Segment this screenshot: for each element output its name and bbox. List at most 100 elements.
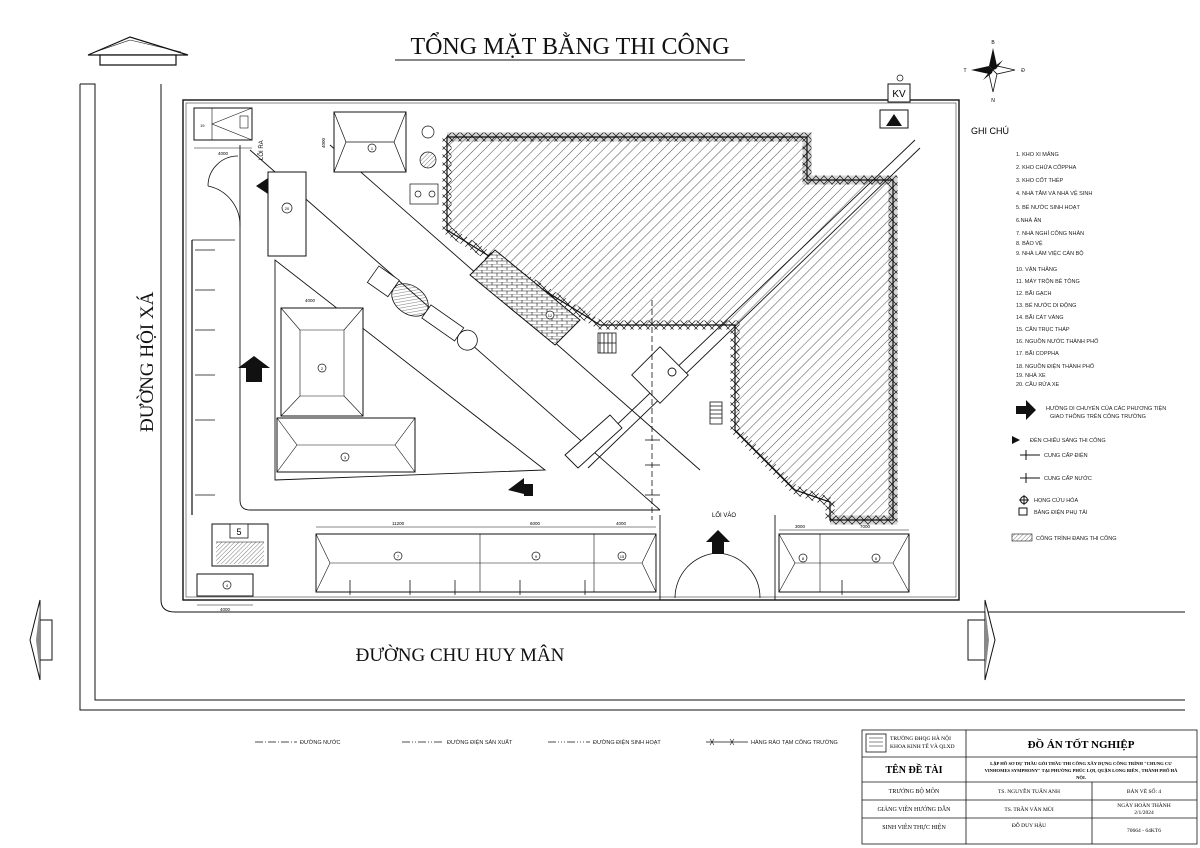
note-item: 15. CẦN TRỤC THÁP <box>1016 326 1070 333</box>
exit-gate-label: LỐI RA <box>258 140 265 160</box>
facility-water-tank-domestic: 5 <box>211 523 269 567</box>
row1-name: TS. NGUYỄN TUẤN ANH <box>998 787 1060 795</box>
power-supply-icon <box>1020 450 1040 460</box>
facility-formwork-store: 3 <box>276 417 416 473</box>
compass-south-label: N <box>991 98 995 104</box>
compass-rose-icon: B Đ N T <box>963 40 1025 104</box>
site-lights <box>191 239 660 520</box>
sheet-number: BẢN VẼ SỐ: 4 <box>1127 787 1162 795</box>
compass-east-label: Đ <box>1021 68 1025 74</box>
marker-20: 20 <box>285 206 290 211</box>
road-arrow-right-icon <box>967 599 996 681</box>
tower-crane <box>564 139 921 469</box>
class-code: 70664 - 64KT6 <box>1127 828 1161 834</box>
note-item: 2. KHO CHỨA CỐPPHA <box>1016 164 1077 171</box>
legend-traffic-2: GIAO THÔNG TRÊN CÔNG TRƯỜNG <box>1050 412 1146 420</box>
note-item: 7. NHÀ NGHỈ CÔNG NHÂN <box>1016 230 1084 237</box>
note-item: 14. BÃI CÁT VÀNG <box>1016 314 1064 321</box>
notes-heading: GHI CHÚ <box>971 126 1009 136</box>
guard-post: KV <box>879 74 911 129</box>
note-item: 8. BẢO VỆ <box>1016 239 1043 247</box>
notes-list: 1. KHO XI MĂNG 2. KHO CHỨA CỐPPHA 3. KHO C… <box>1016 151 1099 388</box>
marker-4: 4 <box>226 583 229 588</box>
marker-8: 8 <box>802 556 805 561</box>
note-item: 13. BỂ NƯỚC DI ĐỘNG <box>1016 302 1076 309</box>
project-type: ĐỒ ÁN TỐT NGHIỆP <box>1028 738 1135 751</box>
exit-gate-icon <box>207 155 241 227</box>
note-item: 1. KHO XI MĂNG <box>1016 151 1059 158</box>
row2-label: GIẢNG VIÊN HƯỚNG DẪN <box>877 805 951 813</box>
topic-label: TÊN ĐỀ TÀI <box>885 763 942 776</box>
legend-panel: BẢNG ĐIỆN PHỤ TẢI <box>1034 508 1088 516</box>
note-item: 10. VẬN THĂNG <box>1016 266 1057 273</box>
dim-3000: 3000 <box>795 524 806 529</box>
marker-19: 19 <box>200 123 205 128</box>
note-item: 5. BỂ NƯỚC SINH HOẠT <box>1016 204 1080 211</box>
legend-water: CUNG CẤP NƯỚC <box>1044 475 1092 482</box>
note-item: 16. NGUỒN NƯỚC THÀNH PHỐ <box>1016 338 1099 345</box>
legend-power: CUNG CẤP ĐIỆN <box>1044 451 1088 459</box>
facility-car-wash: 20 <box>267 171 307 257</box>
dim-4000-c: 4000 <box>220 607 231 612</box>
school-line1: TRƯỜNG ĐHQG HÀ NỘI <box>890 734 951 742</box>
facility-steel-store: 2 4000 <box>280 298 364 417</box>
note-item: 9. NHÀ LÀM VIỆC CÁN BỘ <box>1016 249 1084 257</box>
note-item: 11. MÁY TRỘN BÊ TÔNG <box>1016 277 1080 285</box>
school-line2: KHOA KINH TẾ VÀ QLXD <box>890 742 955 750</box>
dim-11200: 11200 <box>392 521 405 526</box>
row3-name: ĐỖ DUY HẬU <box>1012 821 1046 829</box>
marker-2: 2 <box>321 366 324 371</box>
compass-north-label: B <box>991 40 995 46</box>
marker-12: 12 <box>548 313 553 318</box>
legend-symbols: HƯỚNG DI CHUYỂN CỦA CÁC PHƯƠNG TIỆN GIAO… <box>1011 400 1166 542</box>
site-fence <box>182 99 960 601</box>
traffic-direction-icon <box>1016 400 1036 420</box>
hoist-icon <box>597 332 723 425</box>
facility-canteen: 8 6 3000 7000 <box>778 524 910 593</box>
note-item: 12. BÃI GẠCH <box>1016 290 1051 297</box>
legend-traffic-1: HƯỚNG DI CHUYỂN CỦA CÁC PHƯƠNG TIỆN <box>1046 404 1166 412</box>
dim-4000-d: 4000 <box>616 521 627 526</box>
building-hatch-icon <box>1011 533 1033 542</box>
north-arrow-icon <box>87 36 189 66</box>
facility-guard-house: 19 4000 <box>193 107 253 156</box>
marker-5: 5 <box>236 527 241 537</box>
row2-name: TS. TRẦN VĂN MÙI <box>1004 805 1053 813</box>
legend-building: CÔNG TRÌNH ĐANG THI CÔNG <box>1036 535 1116 542</box>
date-value: 2/1/2024 <box>1134 810 1154 816</box>
legend-hydrant: HỌNG CỨU HỎA <box>1034 497 1078 504</box>
topic-line1: LẬP HỒ SƠ DỰ THẦU GÓI THẦU THI CÔNG XÂY … <box>990 761 1172 766</box>
concrete-mixer-icon <box>366 265 478 351</box>
compass-west-label: T <box>963 68 966 74</box>
facility-water-tanks <box>409 125 439 205</box>
marker-15: 15 <box>620 554 625 559</box>
line-legend <box>255 738 748 746</box>
dim-6000: 6000 <box>530 521 541 526</box>
brick-yard: 12 <box>469 249 581 346</box>
line-legend-prod-power: ĐƯỜNG ĐIỆN SẢN XUẤT <box>447 738 513 746</box>
note-item: 20. CẦU RỬA XE <box>1016 381 1060 388</box>
traffic-arrow-icon <box>238 178 730 554</box>
note-item: 17. BÃI COPPHA <box>1016 350 1059 357</box>
topic-line2: VINHOMES SYMPHONY" TẠI PHƯỜNG PHÚC LỢI, … <box>985 768 1179 773</box>
row3-label: SINH VIÊN THỰC HIỆN <box>882 823 946 831</box>
dim-4000-b: 4000 <box>305 298 316 303</box>
note-item: 4. NHÀ TẮM VÀ NHÀ VỆ SINH <box>1016 189 1092 197</box>
facility-cement-store: 1 4000 <box>321 111 407 173</box>
marker-3: 3 <box>344 455 347 460</box>
legend-light: ĐÈN CHIẾU SÁNG THI CÔNG <box>1030 437 1106 444</box>
construction-building <box>442 132 898 525</box>
marker-9: 9 <box>535 554 538 559</box>
fire-hydrant-icon <box>1019 495 1029 505</box>
facility-workers-housing: 7 9 15 11200 6000 4000 <box>315 521 657 593</box>
entry-gate-icon <box>674 552 761 599</box>
entry-gate-label: LỐI VÀO <box>712 512 736 519</box>
note-item: 3. KHO CỐT THÉP <box>1016 177 1064 184</box>
facility-toilets: 4 4000 <box>196 573 254 612</box>
guard-post-label: KV <box>892 89 906 100</box>
line-legend-fence: HÀNG RÀO TẠM CÔNG TRƯỜNG <box>751 739 838 746</box>
dim-4000-a: 4000 <box>321 137 326 148</box>
marker-7: 7 <box>397 554 400 559</box>
drawing-title: TỔNG MẶT BẰNG THI CÔNG <box>410 33 729 60</box>
